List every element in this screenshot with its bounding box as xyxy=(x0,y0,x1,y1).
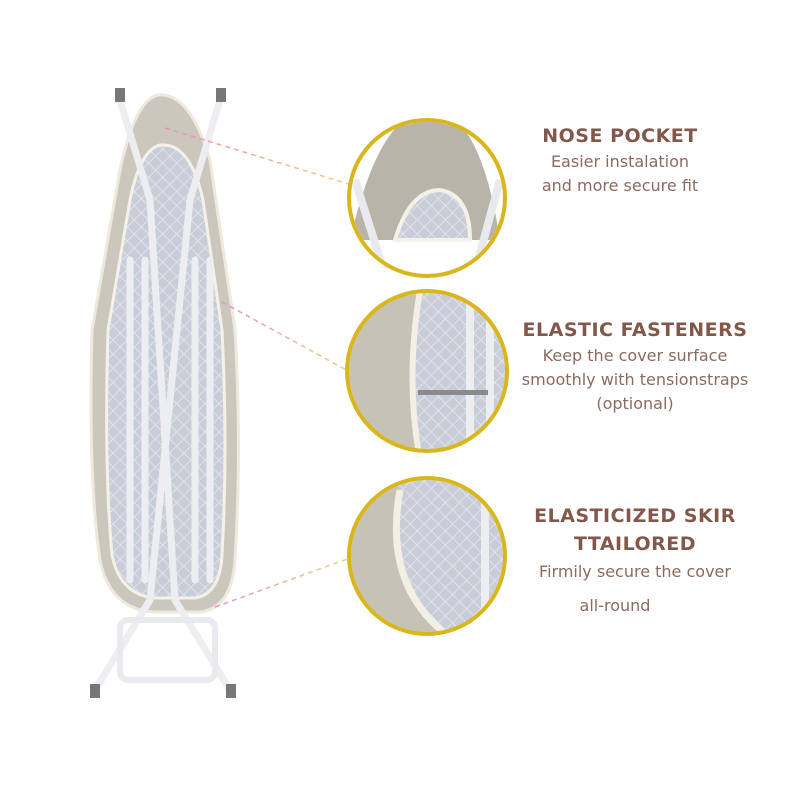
detail-elasticized-skirt xyxy=(347,476,507,636)
feature-title: NOSE POCKET xyxy=(542,125,698,147)
feature-elasticized-skirt: ELASTICIZED SKIR TTAILORED Firmily secur… xyxy=(520,502,750,618)
ironing-board xyxy=(89,88,240,698)
feature-line: Easier instalation xyxy=(550,152,690,171)
detail-elastic-fasteners xyxy=(345,289,509,453)
callout-lines xyxy=(164,127,353,608)
feature-line: and more secure fit xyxy=(541,176,699,195)
feature-title: ELASTIC FASTENERS xyxy=(522,319,748,341)
feature-line: (optional) xyxy=(596,394,674,413)
feature-line: all-round xyxy=(579,596,651,615)
feature-title: ELASTICIZED SKIR xyxy=(534,505,736,527)
feature-nose-pocket: NOSE POCKET Easier instalation and more … xyxy=(530,122,710,198)
feature-title: TTAILORED xyxy=(573,533,697,555)
detail-nose-pocket xyxy=(347,118,507,278)
feature-line: Firmily secure the cover xyxy=(539,562,731,581)
feature-line: Keep the cover surface xyxy=(542,346,728,365)
feature-line: smoothly with tensionstraps xyxy=(521,370,749,389)
feature-elastic-fasteners: ELASTIC FASTENERS Keep the cover surface… xyxy=(510,316,760,416)
